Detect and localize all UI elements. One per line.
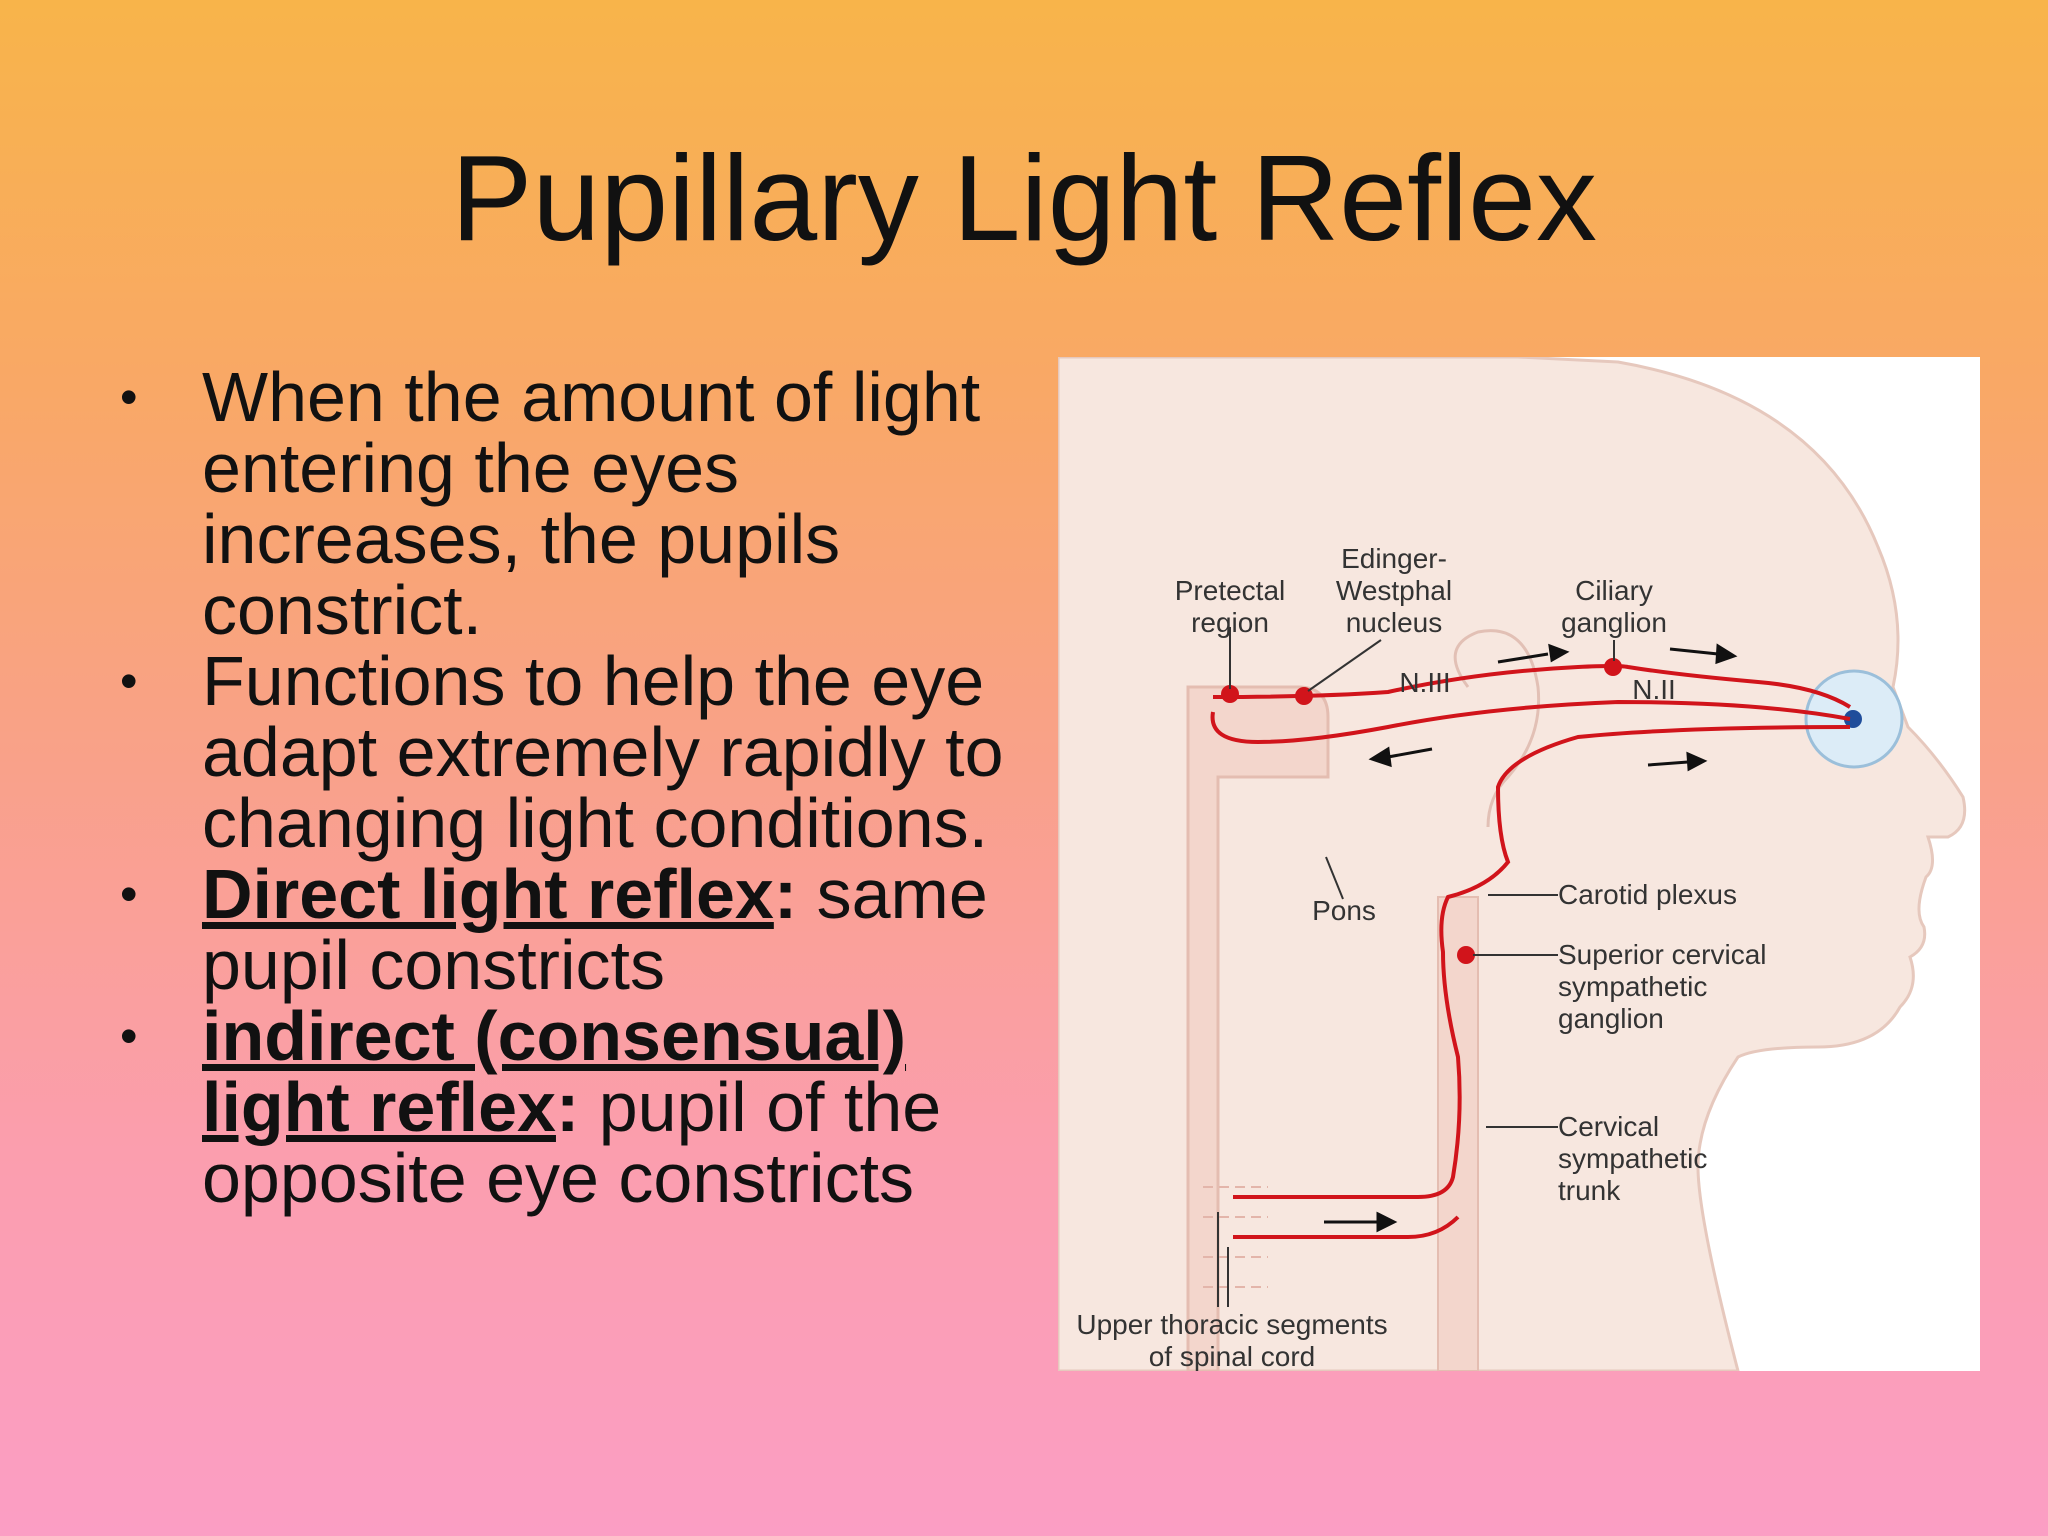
reflex-diagram-svg: Pretectal region Edinger- Westphal nucle…: [1058, 357, 1967, 1371]
bullet-item: • indirect (consensual) light reflex: pu…: [120, 1001, 1020, 1214]
sympathetic-pathway: [1233, 725, 1851, 1199]
carotid-label: Carotid plexus: [1558, 879, 1737, 910]
pons-label: Pons: [1312, 895, 1376, 926]
cst-label-line2: sympathetic: [1558, 1143, 1707, 1174]
slide-title: Pupillary Light Reflex: [450, 130, 1597, 266]
cst-label-line3: trunk: [1558, 1175, 1621, 1206]
arrow-right-icon: [1669, 643, 1738, 665]
scg-label-line1: Superior cervical: [1558, 939, 1767, 970]
bullet-item: • Direct light reflex: same pupil constr…: [120, 859, 1020, 1001]
sympathetic-trunk-lower: [1407, 1215, 1460, 1239]
bullet-dot-icon: •: [120, 653, 138, 709]
leader-lines: [1217, 627, 1615, 1307]
bullet-text: same pupil constricts: [202, 855, 988, 1004]
bullet-colon: :: [555, 1068, 580, 1146]
edinger-label-line2: Westphal: [1336, 575, 1452, 606]
arrow-right-icon: [1647, 751, 1708, 772]
ear-outline: [1453, 629, 1541, 828]
n2-label: N.II: [1632, 674, 1676, 705]
spinal-label-line2: of spinal cord: [1149, 1341, 1316, 1371]
arrow-right-icon: [1497, 643, 1570, 664]
oculomotor-pathway: [1212, 664, 1852, 709]
edinger-label-line1: Edinger-: [1341, 543, 1447, 574]
pretectal-label-line2: region: [1191, 607, 1269, 638]
optic-pathway: [1210, 699, 1851, 745]
bullet-dot-icon: •: [120, 369, 138, 425]
reflex-diagram: Pretectal region Edinger- Westphal nucle…: [1058, 357, 1980, 1371]
bullet-text: Functions to help the eye adapt extremel…: [202, 642, 1004, 862]
bullet-item: • Functions to help the eye adapt extrem…: [120, 646, 1020, 859]
bullet-dot-icon: •: [120, 1008, 138, 1064]
n3-label: N.III: [1399, 667, 1450, 698]
bullet-list: • When the amount of light entering the …: [120, 362, 1020, 1214]
bullet-dot-icon: •: [120, 866, 138, 922]
arrow-left-icon: [1368, 746, 1433, 768]
pretectal-ganglion: [1221, 685, 1239, 703]
arrow-right-icon: [1324, 1211, 1398, 1233]
nerve-pathways: [1210, 664, 1852, 1239]
bullet-text: When the amount of light entering the ey…: [202, 358, 981, 649]
scg-label-line3: ganglion: [1558, 1003, 1664, 1034]
ciliary-label-line1: Ciliary: [1575, 575, 1653, 606]
head-silhouette: [1058, 357, 1967, 1371]
bullet-text: pupil of the opposite eye constricts: [202, 1068, 942, 1217]
arrow-icons: [1324, 643, 1738, 1233]
pretectal-label-line1: Pretectal: [1175, 575, 1286, 606]
bullet-colon: :: [773, 855, 798, 933]
cst-label-line1: Cervical: [1558, 1111, 1659, 1142]
superior-cervical-ganglion: [1457, 946, 1475, 964]
ciliary-ganglion: [1604, 658, 1622, 676]
scg-label-line2: sympathetic: [1558, 971, 1707, 1002]
bullet-term: indirect (consensual) light reflex: [202, 997, 907, 1146]
bullet-term: Direct light reflex: [202, 855, 774, 933]
ciliary-label-line2: ganglion: [1561, 607, 1667, 638]
edinger-label-line3: nucleus: [1346, 607, 1443, 638]
bullet-item: • When the amount of light entering the …: [120, 362, 1020, 646]
spinal-segment-marks: [1203, 1186, 1268, 1288]
pupil: [1844, 710, 1862, 728]
spinal-label-line1: Upper thoracic segments: [1076, 1309, 1387, 1340]
